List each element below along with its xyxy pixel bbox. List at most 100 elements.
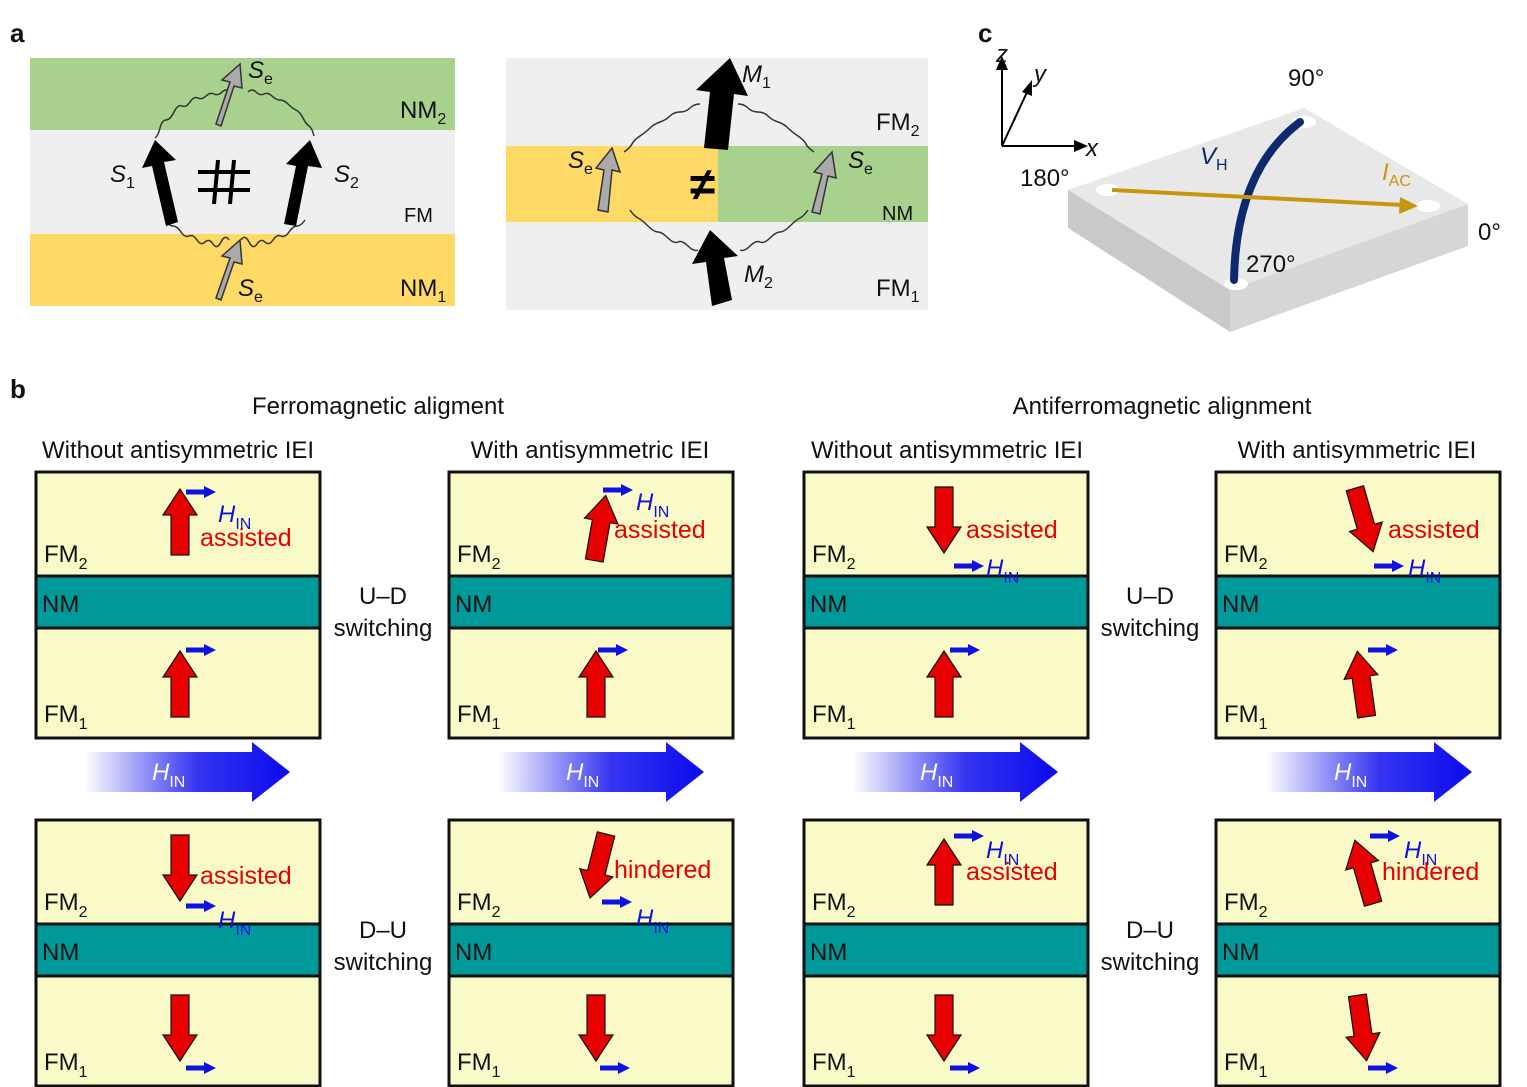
fm2-label: FM2	[44, 889, 88, 921]
nm-layer	[447, 574, 735, 630]
nm-label: NM	[810, 939, 847, 966]
spin-se-top-arrow	[215, 62, 243, 127]
m2-label: M2	[744, 261, 773, 292]
magnetization-fm2-arrow	[161, 487, 199, 556]
ud-switch-label-2a: U–D	[1126, 583, 1174, 610]
coupling-wave	[737, 103, 815, 153]
coupling-wave	[623, 103, 701, 153]
coupling-wave	[164, 219, 230, 248]
assisted-label: assisted	[1388, 516, 1480, 544]
fm1-label: FM1	[1224, 1049, 1268, 1081]
se-left-label: Se	[568, 147, 593, 178]
angle-270-label: 270°	[1246, 251, 1296, 278]
field-arrow-fm1-head	[968, 1062, 980, 1074]
field-arrow-fm1-head	[1386, 1062, 1398, 1074]
field-arrow-fm2-head	[620, 896, 632, 908]
panel-label-a: a	[10, 18, 25, 48]
nm-layer	[34, 922, 322, 978]
nm-label: NM	[42, 939, 79, 966]
spin-s1-arrow	[142, 140, 178, 226]
axis-x-label: x	[1085, 135, 1099, 162]
se-top-label: Se	[248, 57, 273, 88]
spin-se-left-arrow	[594, 146, 622, 213]
hindered-label: hindered	[614, 856, 711, 884]
angle-180-label: 180°	[1020, 165, 1070, 192]
antiferromagnetic-title: Antiferromagnetic alignment	[1013, 393, 1312, 420]
field-arrow-fm2-head	[1392, 560, 1404, 572]
nm-label: NM	[1222, 939, 1259, 966]
column-title-4: With antisymmetric IEI	[1238, 437, 1477, 464]
fm1-label: FM1	[44, 1049, 88, 1081]
fm2-label: FM2	[457, 541, 501, 573]
panel-a-left: NM2 FM NM1 S1 S2 Se Se	[30, 57, 455, 306]
applied-field-label: HIN	[920, 759, 953, 791]
field-label-fm2: HIN	[218, 501, 251, 533]
fm2-label: FM2	[1224, 889, 1268, 921]
fm1-label: FM1	[44, 701, 88, 733]
ud-switch-label-1b: switching	[334, 615, 433, 642]
panel-a-right: ≠ M1 M2 Se Se FM2 NM FM1	[506, 58, 928, 310]
magnetization-fm1-arrow	[161, 994, 199, 1063]
fm2-label: FM2	[812, 889, 856, 921]
fm2-label: FM2	[876, 109, 920, 140]
se-bottom-label: Se	[238, 275, 263, 306]
coupling-wave	[154, 89, 231, 139]
fm1-label: FM1	[876, 275, 920, 306]
nm-layer	[34, 574, 322, 630]
field-arrow-fm2-head	[621, 484, 633, 496]
applied-field-arrow	[84, 742, 290, 802]
field-arrow-fm2-head	[204, 900, 216, 912]
axis-z-label: z	[995, 41, 1008, 68]
nm1-layer	[30, 234, 455, 306]
magnetization-fm1-arrow	[925, 649, 963, 718]
spin-se-bottom-arrow	[215, 238, 243, 301]
device-plate-side	[1068, 190, 1230, 332]
panel-label-b: b	[10, 374, 26, 404]
field-arrow-fm1-head	[618, 1062, 630, 1074]
magnetization-fm2-arrow	[925, 837, 963, 906]
applied-field-arrow	[852, 742, 1058, 802]
assisted-label: assisted	[966, 858, 1058, 886]
panel-c: z y x 90° 180° 0° 270° VH IAC	[995, 41, 1501, 332]
spin-se-right-arrow	[811, 150, 837, 215]
fm1-label: FM1	[812, 701, 856, 733]
field-label-fm2: HIN	[218, 907, 251, 939]
device-plate-front	[1230, 204, 1468, 332]
nm2-label: NM2	[400, 97, 446, 128]
ud-switch-label-1a: U–D	[359, 583, 407, 610]
hindered-label: hindered	[1382, 858, 1479, 886]
magnetization-fm1-arrow	[1343, 650, 1380, 719]
m1-label: M1	[742, 61, 771, 92]
angle-90-label: 90°	[1288, 65, 1324, 92]
iac-label: IAC	[1382, 159, 1411, 190]
nm-label: NM	[42, 591, 79, 618]
ferromagnetic-title: Ferromagnetic aligment	[252, 393, 504, 420]
vh-label: VH	[1200, 143, 1228, 174]
column-title-1: Without antisymmetric IEI	[42, 437, 314, 464]
nm2-layer	[30, 58, 455, 130]
coupling-wave	[247, 89, 315, 137]
du-switch-label-1a: D–U	[359, 917, 407, 944]
nm-layer	[1214, 922, 1502, 978]
assisted-label: assisted	[966, 516, 1058, 544]
field-label-fm2: HIN	[636, 489, 669, 521]
nm-label: NM	[455, 591, 492, 618]
fm1-label: FM1	[812, 1049, 856, 1081]
angle-0-label: 0°	[1478, 219, 1501, 246]
assisted-label: assisted	[614, 516, 706, 544]
du-switch-label-2a: D–U	[1126, 917, 1174, 944]
nm-label: NM	[810, 591, 847, 618]
nm-layer	[802, 922, 1090, 978]
magnetization-fm1-arrow	[1344, 993, 1381, 1062]
contact-270	[1224, 278, 1248, 290]
assisted-label: assisted	[200, 524, 292, 552]
moment-m1-arrow	[696, 58, 748, 150]
field-arrow-fm2-head	[972, 560, 984, 572]
fm2-label: FM2	[1224, 541, 1268, 573]
du-switch-label-2b: switching	[1101, 949, 1200, 976]
ud-switch-label-2b: switching	[1101, 615, 1200, 642]
fm2-label: FM2	[44, 541, 88, 573]
switching-stacks: NMFM2FM1assistedHINNMFM2FM1assistedHINNM…	[34, 470, 1502, 1087]
contact-0	[1416, 200, 1440, 212]
magnetization-fm2-arrow	[583, 494, 619, 563]
